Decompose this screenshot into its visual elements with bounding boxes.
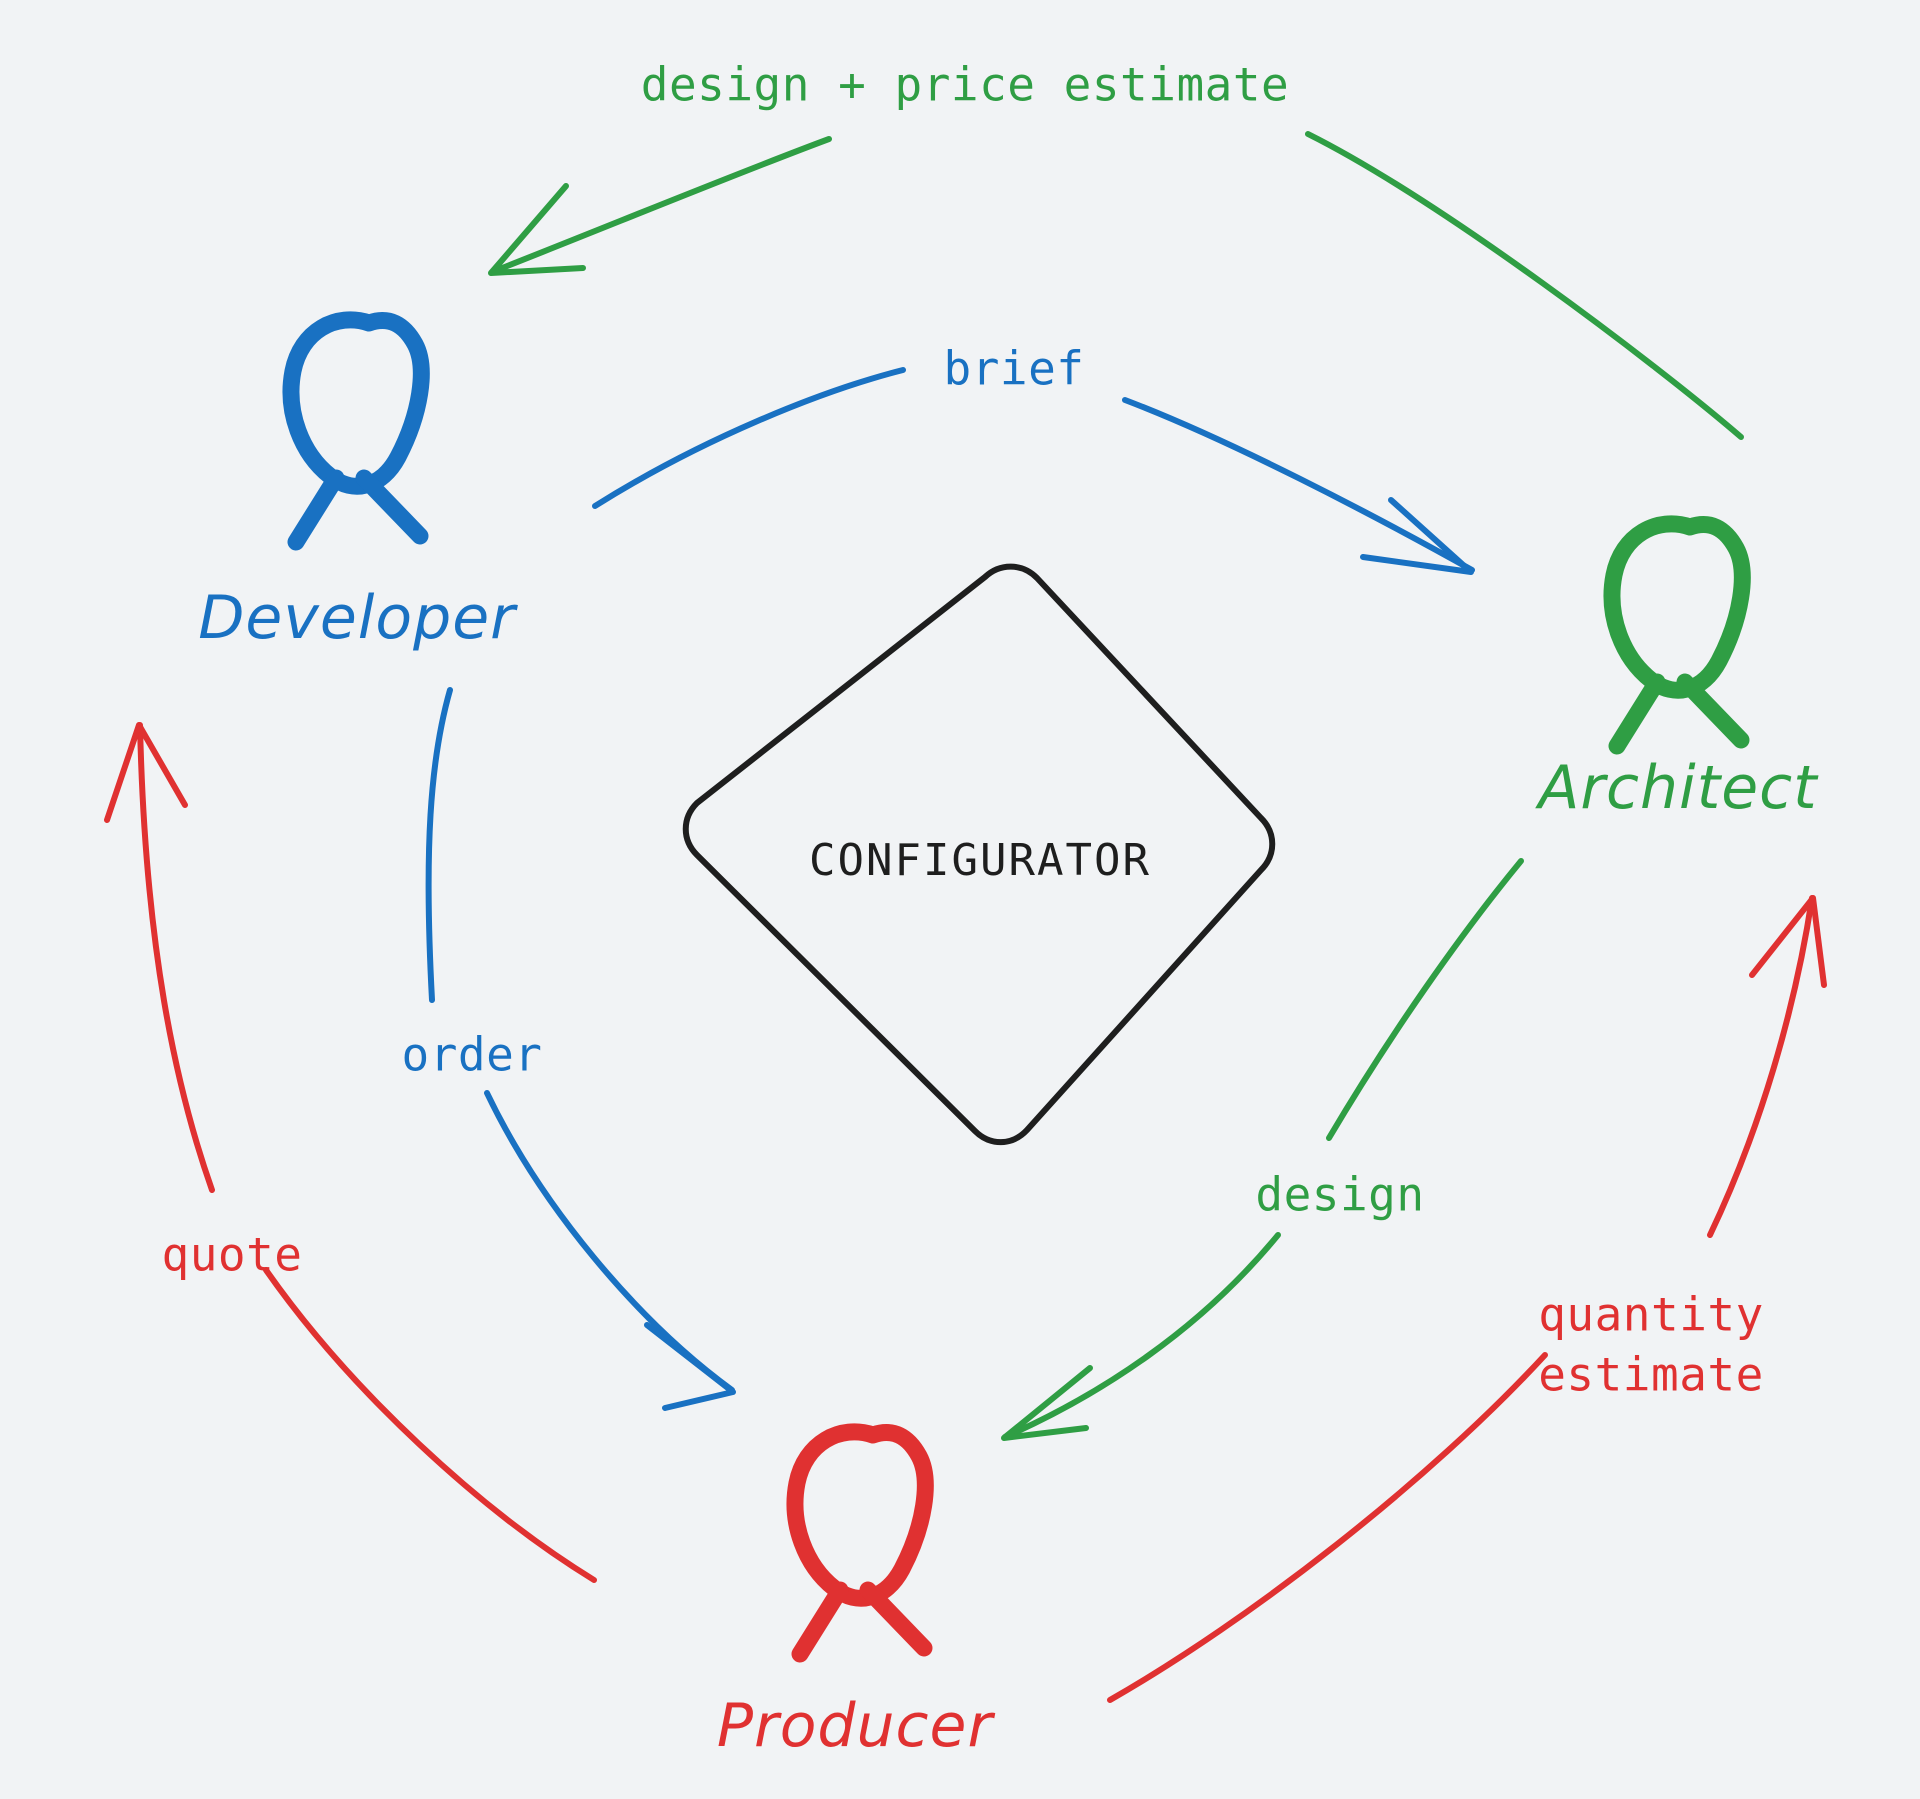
actor-developer[interactable]: Developer: [198, 311, 518, 653]
edge-order: order: [402, 687, 736, 1411]
edge-design-arrowhead: [1001, 1365, 1093, 1441]
actor-producer-label: Producer: [717, 1691, 996, 1761]
edge-quote-arrowhead: [104, 722, 188, 823]
edge-quantity-estimate: quantity estimate: [1107, 895, 1827, 1703]
configurator-label: CONFIGURATOR: [809, 835, 1151, 886]
edge-design-price-estimate: design + price estimate: [488, 58, 1744, 440]
edge-design-price-estimate-line: [1305, 131, 1744, 440]
edge-quote-line-bottom: [263, 1267, 597, 1583]
edge-order-line-top: [425, 687, 453, 1003]
edge-design-price-estimate-line-left: [489, 136, 832, 275]
person-icon: [1603, 515, 1751, 755]
edge-design-price-estimate-label: design + price estimate: [641, 58, 1289, 112]
edge-quote-label: quote: [162, 1228, 303, 1282]
edge-brief-line-left: [592, 367, 906, 509]
edge-design-line-bottom: [1002, 1232, 1281, 1440]
actor-architect[interactable]: Architect: [1534, 515, 1819, 823]
edge-quantity-estimate-arrowhead: [1749, 895, 1827, 988]
edge-design-label: design: [1255, 1168, 1424, 1222]
edge-quote-line-top: [137, 722, 215, 1193]
actor-producer[interactable]: Producer: [717, 1423, 996, 1761]
edge-quote: quote: [104, 722, 597, 1583]
edge-brief-arrowhead: [1360, 497, 1474, 575]
edge-design-price-estimate-arrowhead: [488, 183, 586, 276]
edge-quantity-estimate-line-bottom: [1107, 1352, 1548, 1703]
person-icon: [786, 1423, 934, 1663]
edge-order-arrowhead: [644, 1322, 736, 1411]
actor-architect-label: Architect: [1534, 753, 1819, 823]
edge-design-line-top: [1326, 858, 1524, 1141]
configurator-diamond-shape: [682, 563, 1276, 1146]
edge-order-label: order: [402, 1028, 543, 1082]
configurator-node[interactable]: CONFIGURATOR: [682, 563, 1276, 1146]
edge-order-line-bottom: [484, 1090, 735, 1393]
edge-brief: brief: [592, 342, 1475, 575]
edge-brief-line-right: [1122, 397, 1475, 573]
edge-brief-label: brief: [944, 342, 1085, 396]
person-icon: [282, 311, 430, 551]
edge-quantity-estimate-label-line1: quantity: [1538, 1288, 1764, 1342]
edge-design: design: [1001, 858, 1524, 1441]
actor-developer-label: Developer: [198, 583, 518, 653]
edge-quantity-estimate-line-top: [1707, 895, 1815, 1238]
edge-quantity-estimate-label-line2: estimate: [1538, 1348, 1764, 1402]
